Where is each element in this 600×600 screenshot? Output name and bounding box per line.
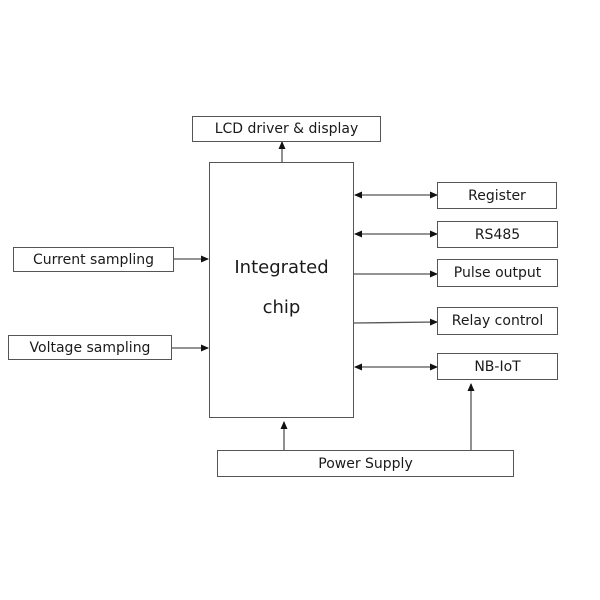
integrated-chip-block: Integrated chip xyxy=(209,162,354,418)
relay-control-label: Relay control xyxy=(451,313,544,329)
integrated-chip-label-line2: chip xyxy=(262,297,301,318)
nbiot-label: NB-IoT xyxy=(474,358,521,375)
arrow-chip-to-relay xyxy=(353,318,438,326)
voltage-sampling-label: Voltage sampling xyxy=(29,339,151,356)
rs485-label: RS485 xyxy=(474,226,521,243)
power-supply-block: Power Supply xyxy=(217,450,514,477)
lcd-driver-display-block: LCD driver & display xyxy=(192,116,381,142)
pulse-output-label: Pulse output xyxy=(453,265,542,281)
current-sampling-block: Current sampling xyxy=(13,247,174,272)
nbiot-block: NB-IoT xyxy=(437,353,558,380)
relay-control-block: Relay control xyxy=(437,307,558,335)
pulse-output-block: Pulse output xyxy=(437,259,558,287)
register-block: Register xyxy=(437,182,557,209)
integrated-chip-label-line1: Integrated xyxy=(234,257,329,278)
current-sampling-label: Current sampling xyxy=(33,251,154,268)
lcd-driver-display-label: LCD driver & display xyxy=(214,121,359,137)
register-label: Register xyxy=(468,187,526,204)
rs485-block: RS485 xyxy=(437,221,558,248)
power-supply-label: Power Supply xyxy=(318,455,413,472)
voltage-sampling-block: Voltage sampling xyxy=(8,335,172,360)
